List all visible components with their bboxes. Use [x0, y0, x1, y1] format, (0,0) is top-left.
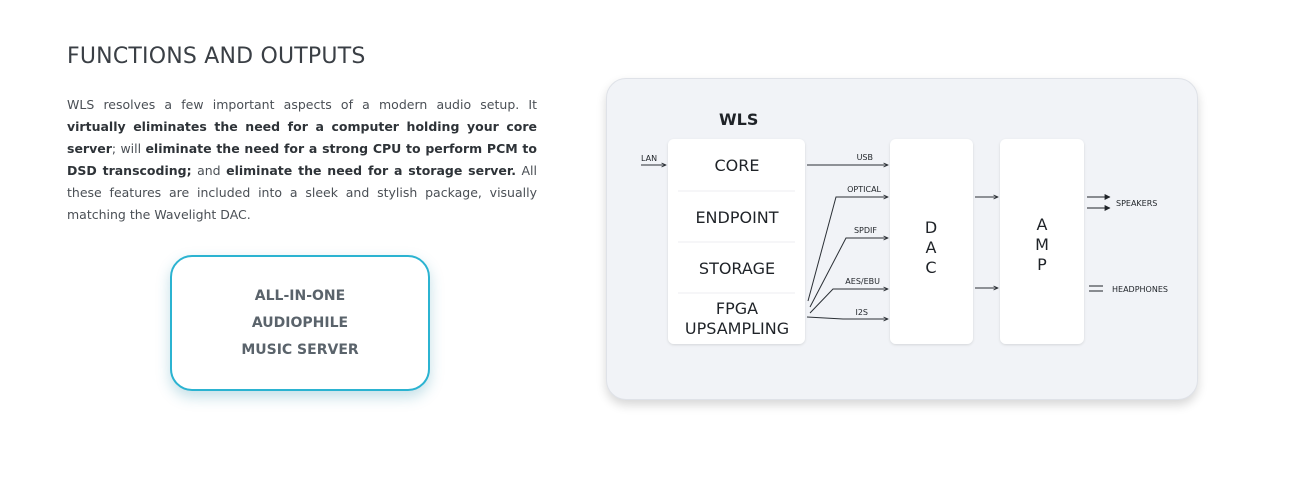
intro-text-1: WLS resolves a few important aspects of …	[67, 97, 537, 112]
dac-letter-d: D	[925, 218, 937, 237]
diagram-svg: WLS LAN CORE ENDPOINT STORAGE FPGA UPSAM…	[641, 110, 1168, 344]
aes-ebu-label: AES/EBU	[845, 277, 880, 286]
intro-text-2: ; will	[111, 141, 146, 156]
spdif-arrow	[809, 238, 888, 308]
badge-line-1: ALL-IN-ONE	[254, 287, 346, 304]
dac-box	[890, 139, 973, 344]
section-title: FUNCTIONS AND OUTPUTS	[67, 44, 366, 69]
amp-letter-a: A	[1037, 215, 1048, 234]
intro-bold-1: virtually eliminates the need for a comp…	[67, 119, 537, 156]
module-storage: STORAGE	[699, 259, 775, 278]
dac-letter-a: A	[926, 238, 937, 257]
module-upsampling: UPSAMPLING	[685, 319, 789, 338]
badge-line-2: AUDIOPHILE	[251, 314, 349, 331]
aes-ebu-arrow	[809, 289, 888, 314]
dac-letter-c: C	[925, 258, 936, 277]
usb-label: USB	[857, 153, 873, 162]
lan-label: LAN	[641, 154, 657, 163]
all-in-one-badge: ALL-IN-ONE AUDIOPHILE MUSIC SERVER	[170, 255, 430, 391]
optical-arrow	[807, 197, 888, 302]
speakers-label: SPEAKERS	[1116, 199, 1157, 208]
intro-bold-2: eliminate the need for a strong CPU to p…	[67, 141, 537, 178]
module-fpga: FPGA	[716, 299, 758, 318]
signal-flow-diagram: WLS LAN CORE ENDPOINT STORAGE FPGA UPSAM…	[606, 78, 1198, 400]
optical-label: OPTICAL	[847, 185, 881, 194]
amp-letter-m: M	[1035, 235, 1049, 254]
intro-text-4: All these features are included into a s…	[67, 163, 537, 222]
module-endpoint: ENDPOINT	[695, 208, 778, 227]
module-core: CORE	[715, 156, 760, 175]
headphones-label: HEADPHONES	[1112, 285, 1168, 294]
intro-paragraph: WLS resolves a few important aspects of …	[67, 94, 537, 226]
i2s-label: I2S	[855, 308, 868, 317]
amp-letter-p: P	[1037, 255, 1047, 274]
spdif-label: SPDIF	[854, 226, 877, 235]
intro-bold-3: eliminate the need for a storage server.	[226, 163, 517, 178]
i2s-arrow	[806, 316, 888, 319]
wls-label: WLS	[719, 110, 758, 129]
amp-box	[1000, 139, 1084, 344]
badge-line-3: MUSIC SERVER	[241, 341, 359, 358]
intro-text-3: and	[191, 163, 227, 178]
